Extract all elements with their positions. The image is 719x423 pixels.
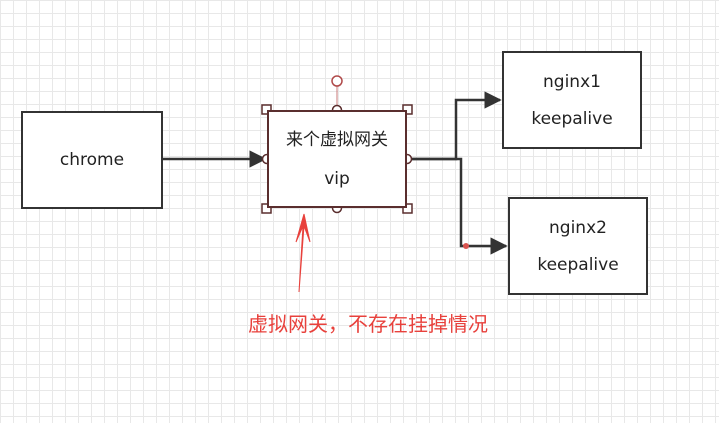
node-nginx1-subtitle: keepalive xyxy=(531,108,613,129)
node-nginx2-subtitle: keepalive xyxy=(537,254,619,275)
node-vip-title: 来个虚拟网关 xyxy=(286,129,388,150)
node-vip[interactable]: 来个虚拟网关 vip xyxy=(267,110,407,208)
node-chrome[interactable]: chrome xyxy=(21,111,163,209)
resize-handle-se[interactable] xyxy=(402,203,413,214)
resize-handle-sw[interactable] xyxy=(261,203,272,214)
node-nginx1[interactable]: nginx1 keepalive xyxy=(502,51,642,149)
node-nginx2[interactable]: nginx2 keepalive xyxy=(508,197,648,295)
resize-handle-nw[interactable] xyxy=(261,104,272,115)
resize-handle-ne[interactable] xyxy=(402,104,413,115)
edge-vip-nginx2[interactable] xyxy=(409,157,508,255)
annotation-arrow xyxy=(295,213,311,293)
edge-vip-nginx1[interactable] xyxy=(409,91,502,161)
node-chrome-label: chrome xyxy=(59,150,125,170)
rotate-handle[interactable] xyxy=(331,75,343,87)
node-nginx2-title: nginx2 xyxy=(549,217,607,238)
annotation-text: 虚拟网关，不存在挂掉情况 xyxy=(248,312,488,336)
node-nginx1-title: nginx1 xyxy=(543,71,601,92)
node-vip-subtitle: vip xyxy=(324,168,350,189)
edge-waypoint-dot[interactable] xyxy=(463,243,469,249)
